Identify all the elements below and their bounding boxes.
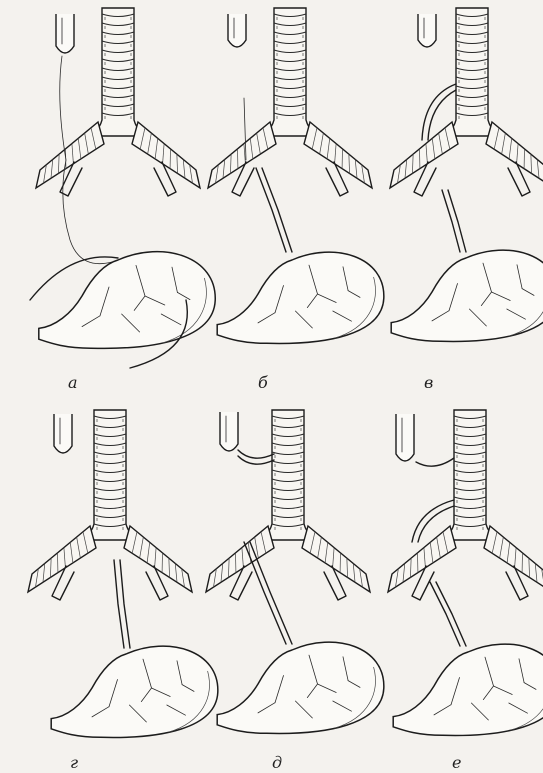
panel-b-label: б — [258, 373, 268, 392]
trachea-tube — [446, 8, 498, 136]
trachea-tube — [264, 8, 316, 136]
panel-a-label: а — [68, 373, 78, 392]
panel-e-label: е — [452, 753, 461, 772]
panel-g-drawing — [28, 410, 218, 737]
trachea-tube — [444, 410, 496, 540]
left-bronchus — [36, 122, 104, 188]
panel-v: в — [390, 8, 543, 392]
upper-esophageal-pouch — [56, 14, 74, 53]
stomach — [217, 642, 384, 733]
left-bronchus — [388, 526, 456, 592]
panel-g-label: г — [70, 753, 78, 772]
upper-esophageal-pouch — [396, 414, 414, 461]
upper-esophageal-pouch — [220, 412, 238, 451]
esophagus-wall — [256, 168, 286, 252]
stomach — [51, 646, 218, 737]
upper-fistula — [416, 458, 454, 466]
esophagus-wall — [436, 582, 466, 646]
upper-esophageal-pouch — [54, 414, 72, 453]
panel-d: д — [206, 410, 384, 772]
right-bronchus — [304, 122, 372, 188]
panel-d-label: д — [272, 753, 282, 772]
right-bronchus — [484, 526, 543, 592]
stomach — [393, 644, 543, 735]
panel-a: а — [30, 8, 215, 392]
stomach — [39, 252, 215, 349]
esophagus-wall — [114, 560, 124, 648]
upper-fistula — [238, 456, 274, 464]
right-bronchus — [124, 526, 192, 592]
right-bronchus — [486, 122, 543, 188]
panel-b-drawing — [208, 8, 384, 343]
stomach — [217, 252, 384, 343]
esophagus-wall — [262, 168, 292, 252]
upper-esophageal-pouch — [418, 14, 436, 47]
panel-a-drawing — [30, 8, 215, 368]
esophagus-wall — [250, 542, 292, 644]
panel-g: г — [28, 410, 218, 772]
panel-b: б — [208, 8, 384, 392]
esophagus-wall — [244, 542, 286, 644]
panel-e-drawing — [388, 410, 543, 735]
stomach — [391, 250, 543, 341]
esophagus-wall — [430, 582, 460, 646]
panel-d-drawing — [206, 410, 384, 733]
left-bronchus — [28, 526, 96, 592]
trachea — [390, 8, 543, 196]
left-bronchus — [206, 526, 274, 592]
left-bronchus — [390, 122, 458, 188]
trachea-tube — [84, 410, 136, 540]
panel-e: е — [388, 410, 543, 772]
panel-v-drawing — [390, 8, 543, 341]
trachea — [28, 410, 192, 600]
upper-fistula — [238, 450, 274, 458]
trachea-tube — [92, 8, 144, 136]
right-bronchus — [302, 526, 370, 592]
panel-v-label: в — [424, 373, 433, 392]
trachea-tube — [262, 410, 314, 540]
right-bronchus — [132, 122, 200, 188]
upper-esophageal-pouch — [228, 14, 246, 47]
